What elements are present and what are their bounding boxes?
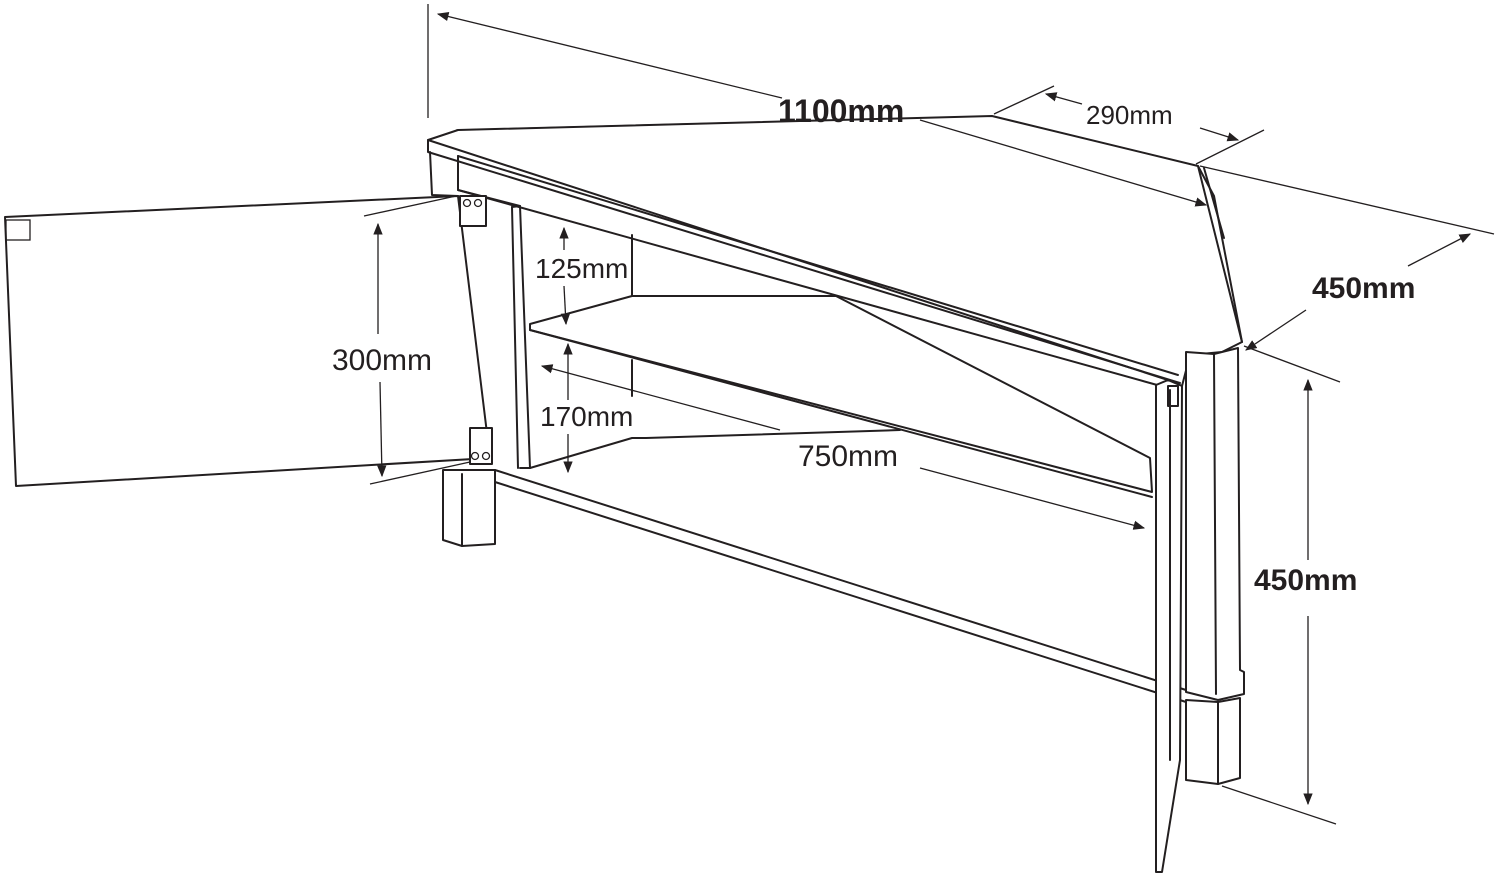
label-750mm: 750mm xyxy=(798,440,898,473)
dim-450-depth-bottom xyxy=(1245,309,1307,351)
dimension-labels: 1100mm 290mm 450mm 450mm 300mm 125mm 170… xyxy=(332,93,1415,597)
apron-lower xyxy=(457,189,521,207)
furniture-outline xyxy=(4,115,1245,873)
inner-left-post-edge xyxy=(511,206,519,469)
dim-290-left xyxy=(1044,92,1083,105)
label-125mm: 125mm xyxy=(535,253,628,284)
dim-750-left xyxy=(540,364,781,431)
door-knob xyxy=(5,219,31,241)
dim-300-bottom xyxy=(377,381,387,478)
label-170mm: 170mm xyxy=(540,401,633,432)
dim-125-bottom xyxy=(560,285,571,326)
dim-1100-right xyxy=(919,119,1208,207)
lower-inner xyxy=(529,429,901,469)
shelf-front-edge xyxy=(529,329,1153,498)
top-side-line xyxy=(1203,167,1225,239)
ext-line-290-left xyxy=(993,85,1055,115)
right-post-edge xyxy=(1213,353,1217,695)
ext-line-450-height-bottom xyxy=(1221,785,1337,825)
dim-1100-left xyxy=(436,11,783,99)
label-450mm-depth: 450mm xyxy=(1312,272,1415,305)
dimension-lines xyxy=(363,4,1495,825)
top-front-edge-inner xyxy=(457,155,1179,376)
right-door-hinge xyxy=(1167,385,1179,407)
ext-line-300-bottom xyxy=(369,461,471,485)
ext-line-450-depth-bottom xyxy=(1243,345,1341,383)
left-door xyxy=(4,195,491,487)
dim-450-depth-top xyxy=(1407,233,1472,267)
hinge-bottom xyxy=(469,427,493,465)
label-300mm: 300mm xyxy=(332,344,432,377)
dim-290-right xyxy=(1199,127,1240,142)
bottom-rail xyxy=(494,469,1187,691)
hinge-top xyxy=(459,195,487,227)
label-450mm-height: 450mm xyxy=(1254,564,1357,597)
label-290mm: 290mm xyxy=(1086,100,1173,130)
top-front-edge xyxy=(427,139,1181,384)
left-leg-lower xyxy=(442,469,496,547)
leader-1100 xyxy=(455,121,761,131)
right-leg-lower xyxy=(1185,697,1241,785)
dim-750-right xyxy=(919,467,1146,530)
inner-left-post xyxy=(511,205,531,469)
bottom-rail-lower xyxy=(494,481,1187,703)
left-leg-upper xyxy=(429,151,459,197)
top-side-edge xyxy=(1197,165,1243,343)
ext-line-300-top xyxy=(363,195,457,217)
ext-line-450-depth-top xyxy=(1199,165,1495,235)
ext-line-290-right xyxy=(1195,129,1265,165)
label-1100mm: 1100mm xyxy=(778,93,904,129)
